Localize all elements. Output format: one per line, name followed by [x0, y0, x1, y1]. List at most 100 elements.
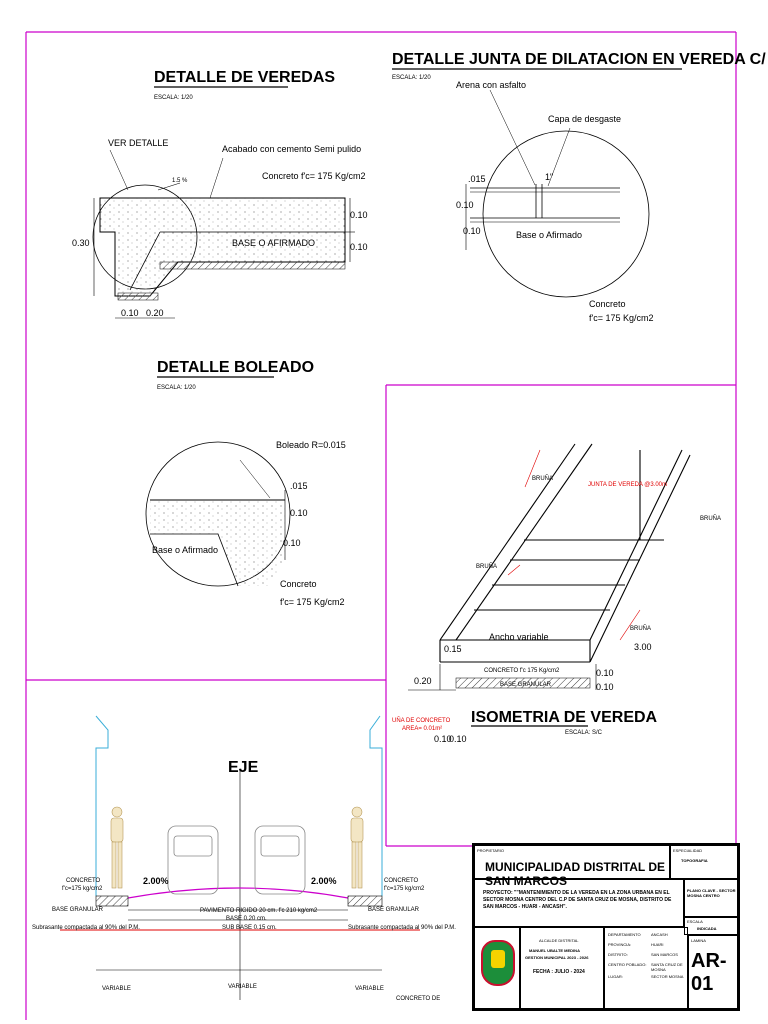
base-020-label: BASE 0.20 cm.: [226, 916, 267, 922]
dim-010-left: 0.10: [121, 308, 139, 318]
bruna-2: BRUÑA: [700, 515, 721, 522]
iso-dim-010d: 0.10: [449, 734, 467, 744]
junta-dim-010b: 0.10: [463, 226, 481, 236]
vehicle-left: [167, 825, 219, 895]
propietario-label: PROPIETARIO: [477, 848, 505, 853]
dim-010-top: 0.10: [350, 210, 368, 220]
bruna-1: BRUÑA: [532, 475, 553, 482]
concreto-right-2: f'c=175 kg/cm2: [384, 886, 425, 892]
isometria-scale: ESCALA: S/C: [565, 730, 603, 736]
pct-right: 2.00%: [311, 876, 337, 886]
junta-scale: ESCALA: 1/20: [392, 75, 431, 81]
escala-cell: ESCALA INDICADA: [684, 917, 738, 935]
proyecto-text: PROYECTO: ""MANTENIMIENTO DE LA VEREDA E…: [483, 890, 672, 910]
lugar-value: SECTOR MOSNA: [651, 974, 684, 979]
junta-vereda-label: JUNTA DE VEREDA @3.00m: [588, 482, 667, 488]
boleado-scale: ESCALA: 1/20: [157, 385, 196, 391]
boleado-dim-015: .015: [290, 481, 308, 491]
iso-dim-300: 3.00: [634, 642, 652, 652]
variable-left: VARIABLE: [102, 986, 131, 992]
base-gran-right: BASE GRANULAR: [368, 907, 420, 913]
prov-value: HUARI: [651, 942, 664, 947]
dep-value: ANCASH: [651, 932, 668, 937]
alcalde-name: MANUEL UBALTE MEDINA: [529, 948, 580, 953]
base-label: BASE O AFIRMADO: [232, 238, 315, 248]
prov-label: PROVINCIA:: [608, 942, 632, 947]
dim-020: 0.20: [146, 308, 164, 318]
junta-base-label: Base o Afirmado: [516, 230, 582, 240]
junta-concreto1: Concreto: [589, 299, 626, 309]
logo-cell: [474, 927, 520, 1009]
person-left: [110, 806, 124, 889]
escala-label: ESCALA: [687, 919, 703, 924]
seccion-vial: EJE 2.00% 2.00% CONCRETO f'c=175 kg/cm2 …: [32, 715, 456, 1002]
junta-dim-015: .015: [468, 174, 486, 184]
pct-left: 2.00%: [143, 876, 169, 886]
dist-label: DISTRITO:: [608, 952, 628, 957]
variable-center: VARIABLE: [228, 984, 257, 990]
acabado-label: Acabado con cemento Semi pulido: [222, 144, 361, 154]
plano-cell: PLANO CLAVE - SECTOR MOSNA CENTRO: [684, 879, 738, 917]
iso-dim-010a: 0.10: [596, 668, 614, 678]
junta-concreto2: f'c= 175 Kg/cm2: [589, 313, 654, 323]
junta-dim-010a: 0.10: [456, 200, 474, 210]
base-gran-left: BASE GRANULAR: [52, 907, 104, 913]
ver-detalle-label: VER DETALLE: [108, 138, 168, 148]
una-label-2: AREA= 0.01m²: [402, 726, 442, 732]
person-right: [350, 806, 364, 889]
fecha-text: FECHA : JULIO - 2024: [533, 969, 585, 975]
iso-dim-015: 0.15: [444, 644, 462, 654]
lugar-label: LUGAR:: [608, 974, 623, 979]
subrasante-right: Subrasante compactada al 90% del P.M.: [348, 925, 456, 931]
especialidad-value: TOPOGRAFIA: [681, 858, 708, 863]
dist-value: SAN MARCOS: [651, 952, 678, 957]
boleado-base-label: Base o Afirmado: [152, 545, 218, 555]
junta-title: DETALLE JUNTA DE DILATACION EN VEREDA C/…: [392, 51, 768, 68]
concreto-left-2: f'c=175 kg/cm2: [62, 886, 103, 892]
especialidad-label: ESPECIALIDAD: [673, 848, 703, 853]
boleado-detail-circle: [145, 441, 291, 587]
junta-arena-label: Arena con asfalto: [456, 80, 526, 90]
dim-030: 0.30: [72, 238, 90, 248]
escala-value: INDICADA: [697, 926, 717, 931]
especialidad-cell: ESPECIALIDAD TOPOGRAFIA: [670, 845, 738, 879]
iso-concreto-label: CONCRETO f'c 175 Kg/cm2: [484, 668, 560, 674]
lamina-label: LAMINA: [691, 938, 706, 943]
isometria-title: ISOMETRIA DE VEREDA: [471, 709, 658, 726]
concreto-de-label: CONCRETO DE: [396, 996, 440, 1002]
boleado-dim-010a: 0.10: [290, 508, 308, 518]
boleado-concreto1: Concreto: [280, 579, 317, 589]
gestion-text: GESTION MUNICIPAL 2023 - 2026: [525, 955, 589, 960]
detalle-junta: DETALLE JUNTA DE DILATACION EN VEREDA C/…: [392, 51, 768, 323]
subrasante-left: Subrasante compactada al 90% del P.M.: [32, 925, 140, 931]
concreto-label: Concreto f'c= 175 Kg/cm2: [262, 171, 366, 181]
isometria-vereda: BRUÑA BRUÑA BRUÑA BRUÑA JUNTA DE VEREDA …: [392, 443, 721, 744]
junta-capa-label: Capa de desgaste: [548, 114, 621, 124]
vehicle-right: [254, 825, 306, 895]
entity-name: MUNICIPALIDAD DISTRITAL DE SAN MARCOS: [485, 860, 665, 888]
detalle-boleado: DETALLE BOLEADO ESCALA: 1/20 Boleado R=0…: [145, 359, 346, 607]
drawing-frame: [25, 31, 737, 1020]
boleado-radio-label: Boleado R=0.015: [276, 440, 346, 450]
municipal-seal: [481, 940, 515, 986]
bruna-3: BRUÑA: [476, 563, 497, 570]
sub-base-label: SUB BASE 0.15 cm.: [222, 925, 277, 931]
ancho-variable-label: Ancho variable: [489, 632, 549, 642]
boleado-title: DETALLE BOLEADO: [157, 359, 314, 376]
cp-label: CENTRO POBLADO:: [608, 962, 647, 967]
sheet-code: AR-01: [691, 950, 727, 995]
una-label-1: UÑA DE CONCRETO: [392, 717, 451, 724]
iso-dim-020: 0.20: [414, 676, 432, 686]
alcalde-label: ALCALDE DISTRITAL: [539, 938, 579, 943]
ubicacion-cell: DEPARTAMENTO ANCASH PROVINCIA: HUARI DIS…: [604, 927, 688, 1009]
veredas-scale: ESCALA: 1/20: [154, 95, 193, 101]
veredas-title: DETALLE DE VEREDAS: [154, 69, 335, 86]
alcalde-cell: ALCALDE DISTRITAL MANUEL UBALTE MEDINA G…: [520, 927, 604, 1009]
boleado-concreto2: f'c= 175 Kg/cm2: [280, 597, 345, 607]
detalle-veredas: DETALLE DE VEREDAS ESCALA: 1/20 VER DETA…: [72, 69, 368, 319]
slope-label: 1.5 %: [172, 178, 188, 184]
concreto-right-1: CONCRETO: [384, 878, 419, 884]
variable-right: VARIABLE: [355, 986, 384, 992]
title-block: PROPIETARIO MUNICIPALIDAD DISTRITAL DE S…: [472, 843, 740, 1011]
proyecto-cell: PROYECTO: ""MANTENIMIENTO DE LA VEREDA E…: [474, 879, 684, 927]
